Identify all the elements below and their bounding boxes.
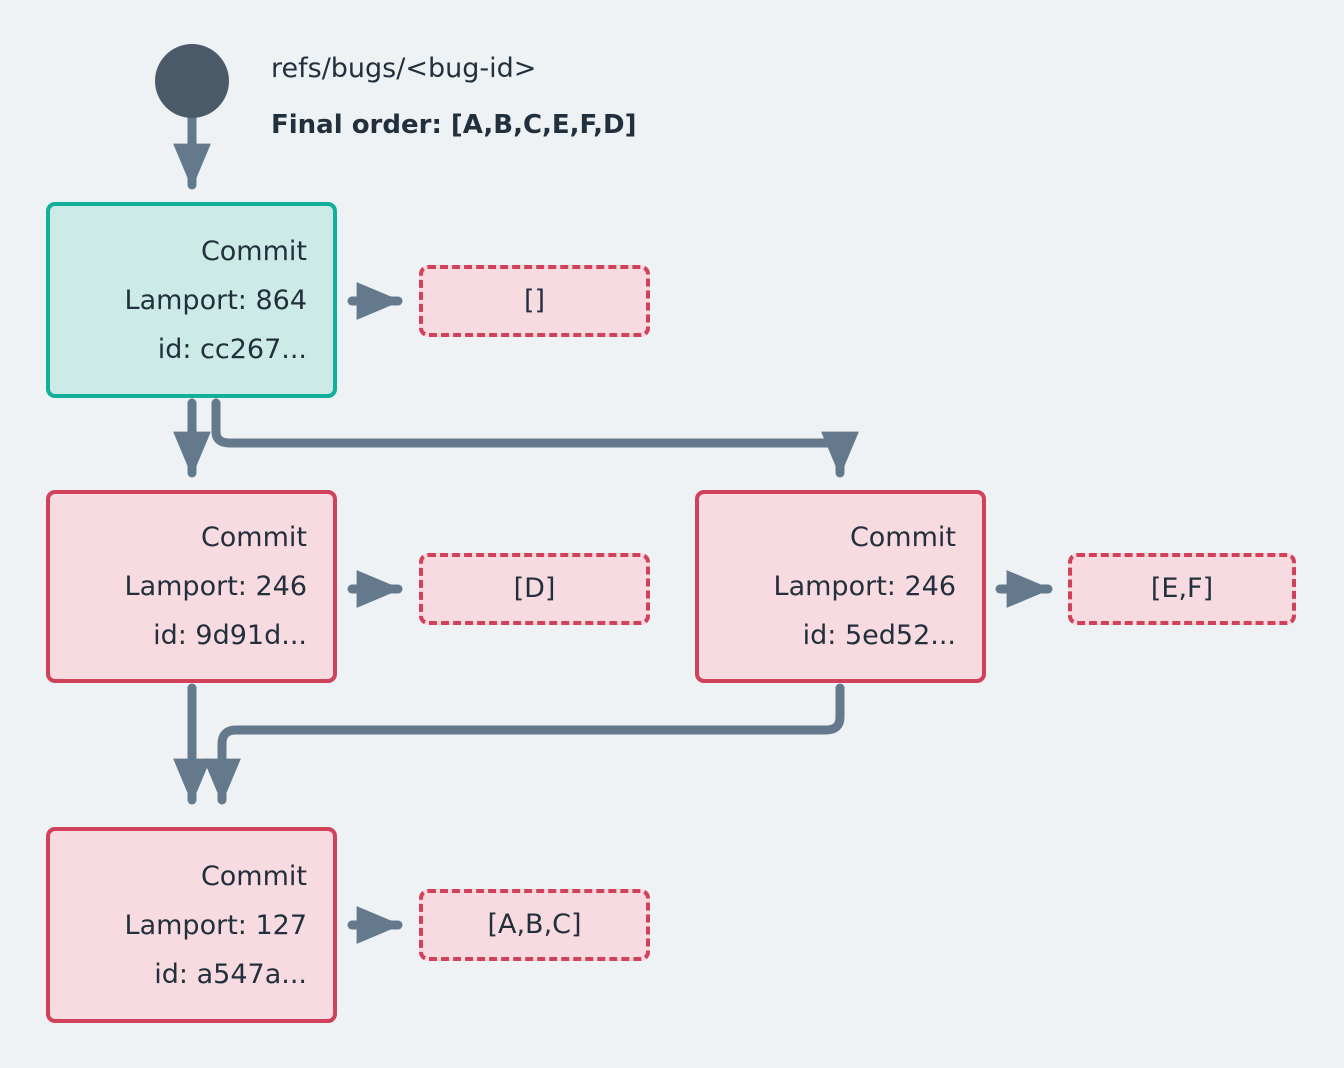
commit-lamport: Lamport: 246: [773, 571, 956, 602]
commit-title: Commit: [200, 235, 307, 267]
commit-id: id: cc267...: [157, 333, 307, 365]
commit-lamport: Lamport: 246: [124, 571, 307, 602]
root-ref-circle: [155, 44, 229, 118]
ops-box-ef[interactable]: [E,F]: [1068, 553, 1296, 625]
ops-label: []: [523, 285, 546, 316]
edge-node-c-to-node-d: [203, 683, 845, 805]
commit-title: Commit: [200, 860, 307, 892]
commit-id: id: 9d91d...: [153, 620, 307, 651]
commit-id: id: a547a...: [154, 958, 307, 990]
ref-path-label: refs/bugs/<bug-id>: [271, 53, 537, 84]
ops-box-abc[interactable]: [A,B,C]: [419, 889, 650, 961]
ref-header: refs/bugs/<bug-id> Final order: [A,B,C,E…: [271, 52, 911, 142]
ops-label: [A,B,C]: [487, 909, 582, 940]
ops-label: [D]: [513, 573, 556, 604]
commit-node-5ed52[interactable]: Commit Lamport: 246 id: 5ed52...: [695, 490, 986, 683]
final-order-label: Final order: [A,B,C,E,F,D]: [271, 110, 637, 140]
ops-box-d[interactable]: [D]: [419, 553, 650, 625]
commit-lamport: Lamport: 864: [124, 284, 307, 316]
commit-title: Commit: [200, 522, 307, 553]
ops-box-empty[interactable]: []: [419, 265, 650, 337]
edge-node-a-to-node-c: [211, 398, 859, 478]
commit-node-a547a[interactable]: Commit Lamport: 127 id: a547a...: [46, 827, 337, 1023]
commit-id: id: 5ed52...: [802, 620, 956, 651]
commit-lamport: Lamport: 127: [124, 909, 307, 941]
commit-title: Commit: [849, 522, 956, 553]
ops-label: [E,F]: [1150, 573, 1214, 604]
commit-node-cc267[interactable]: Commit Lamport: 864 id: cc267...: [46, 202, 337, 398]
commit-node-9d91d[interactable]: Commit Lamport: 246 id: 9d91d...: [46, 490, 337, 683]
